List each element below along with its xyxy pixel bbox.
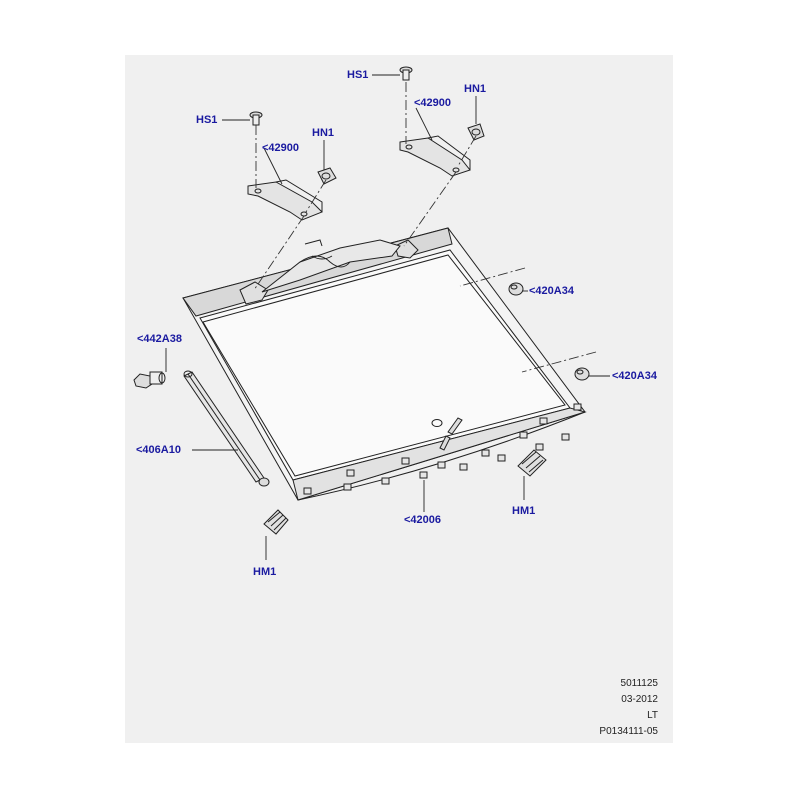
plug-hm1-right (517, 449, 547, 477)
footer-date: 03-2012 (621, 694, 658, 705)
nut-hn1-right (467, 123, 485, 141)
clip-420a34-lower (574, 367, 590, 381)
rear-glass (182, 227, 587, 501)
footer-code: 5011125 (620, 678, 658, 689)
bolt-hs1-left (249, 111, 263, 126)
callout-hs1-right: HS1 (347, 69, 369, 81)
callout-bracket-right: <42900 (414, 97, 452, 109)
plug-hm1-left (263, 509, 289, 535)
bolt-hs1-right (399, 66, 413, 81)
callout-hm1-right: HM1 (512, 505, 536, 517)
hinge-bracket-right (399, 135, 471, 177)
gas-strut-406a10 (183, 370, 270, 487)
callout-hn1-left: HN1 (312, 127, 335, 139)
callout-ballstud: <442A38 (137, 333, 182, 345)
callout-clip-upper: <420A34 (529, 285, 574, 297)
callout-strut: <406A10 (136, 444, 181, 456)
callout-glass: <42006 (404, 514, 442, 526)
callout-hm1-left: HM1 (253, 566, 277, 578)
callout-clip-lower: <420A34 (612, 370, 657, 382)
callout-hs1-left: HS1 (196, 114, 218, 126)
nut-hn1-left (317, 167, 337, 185)
ballstud-442a38 (133, 371, 166, 389)
footer-ref: P0134111-05 (599, 726, 658, 737)
callout-bracket-left: <42900 (262, 142, 300, 154)
callout-hn1-right: HN1 (464, 83, 487, 95)
clip-420a34-upper (508, 282, 524, 296)
hinge-bracket-left (247, 179, 323, 221)
heater-connector (439, 417, 463, 451)
footer-region: LT (647, 710, 658, 721)
